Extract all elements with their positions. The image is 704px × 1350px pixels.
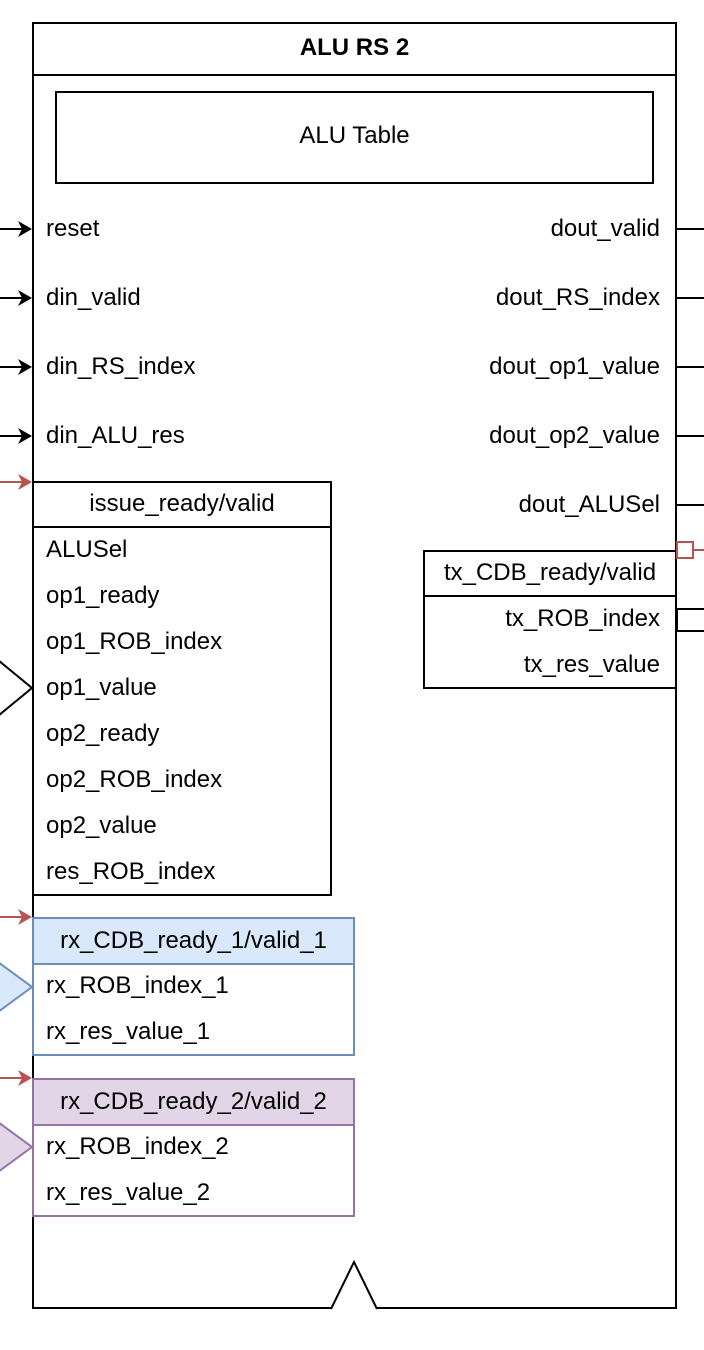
title-divider	[32, 74, 677, 76]
tx-field-res-value: tx_res_value	[523, 651, 660, 678]
issue-header: issue_ready/valid	[89, 490, 275, 517]
issue-handshake-arrow	[0, 474, 32, 490]
input-din-alu-res-arrow	[0, 428, 32, 444]
rx2-handshake-arrow	[0, 1070, 32, 1086]
alu-table-box	[55, 91, 654, 184]
rx1-field-rob-index: rx_ROB_index_1	[46, 972, 229, 999]
input-din-valid-arrow	[0, 290, 32, 306]
output-dout-op1-value-label: dout_op1_value	[489, 353, 660, 380]
alu-table-label: ALU Table	[299, 122, 410, 149]
issue-field-res-rob-index: res_ROB_index	[46, 858, 216, 885]
rx2-bus-port-icon	[0, 1122, 34, 1172]
rx2-header: rx_CDB_ready_2/valid_2	[60, 1088, 327, 1115]
issue-bus-port-icon	[0, 660, 34, 716]
issue-field-op1-ready: op1_ready	[46, 582, 160, 609]
issue-field-op1-value: op1_value	[46, 674, 157, 701]
block-title: ALU RS 2	[299, 34, 410, 61]
tx-cdb-interface-box	[423, 550, 677, 689]
input-din-alu-res-label: din_ALU_res	[46, 422, 185, 449]
rx1-header-divider	[32, 963, 355, 965]
tx-handshake-port-icon	[676, 541, 704, 559]
rx2-header-divider	[32, 1124, 355, 1126]
input-din-rs-index-label: din_RS_index	[46, 353, 196, 380]
tx-bus-port-icon	[676, 608, 704, 632]
issue-field-op1-rob-index: op1_ROB_index	[46, 628, 223, 655]
rx2-header-fill	[34, 1080, 353, 1124]
rx1-header: rx_CDB_ready_1/valid_1	[60, 927, 327, 954]
issue-field-op2-ready: op2_ready	[46, 720, 160, 747]
input-reset-arrow	[0, 221, 32, 237]
issue-header-divider	[32, 526, 332, 528]
input-din-rs-index-arrow	[0, 359, 32, 375]
rx1-handshake-arrow	[0, 909, 32, 925]
issue-field-alusel: ALUSel	[46, 536, 128, 563]
rx2-field-res-value: rx_res_value_2	[46, 1179, 211, 1206]
issue-field-op2-rob-index: op2_ROB_index	[46, 766, 223, 793]
rx2-field-rob-index: rx_ROB_index_2	[46, 1133, 229, 1160]
tx-header: tx_CDB_ready/valid	[443, 559, 657, 586]
rx1-header-fill	[34, 919, 353, 963]
output-dout-op2-value-label: dout_op2_value	[489, 422, 660, 449]
rx1-field-res-value: rx_res_value_1	[46, 1018, 211, 1045]
issue-field-op2-value: op2_value	[46, 812, 157, 839]
tx-header-divider	[423, 595, 677, 597]
output-dout-alusel-label: dout_ALUSel	[518, 491, 660, 518]
issue-interface-box	[32, 481, 332, 896]
output-dout-valid-label: dout_valid	[550, 215, 660, 242]
rx1-bus-port-icon	[0, 962, 34, 1012]
input-reset-label: reset	[46, 215, 100, 242]
tx-field-rob-index: tx_ROB_index	[505, 605, 660, 632]
input-din-valid-label: din_valid	[46, 284, 141, 311]
output-dout-rs-index-label: dout_RS_index	[495, 284, 660, 311]
